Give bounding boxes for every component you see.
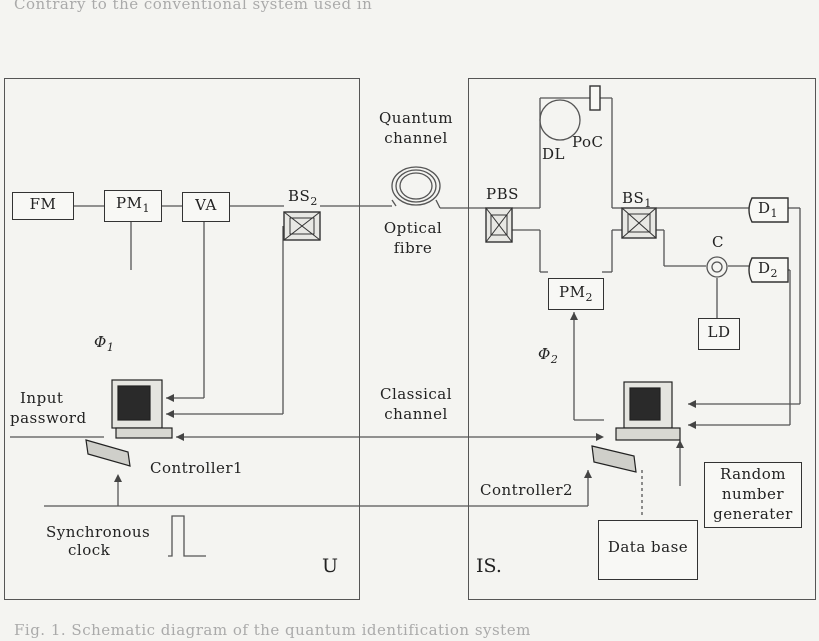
footer-text-fragment: Fig. 1. Schematic diagram of the quantum… [14,621,531,639]
input-password-label-2: password [10,409,87,427]
bs1-label: BS1 [622,189,652,210]
user-panel-label: U [322,555,339,577]
sync-clock-label-1: Synchronous [46,523,151,541]
optical-fibre-label-2: fibre [393,239,433,257]
va-box: VA [182,192,230,222]
is-panel-label: IS. [476,555,502,577]
quantum-channel-label-1: Quantum [379,109,453,127]
poc-label: PoC [572,133,604,151]
ld-label: LD [707,323,731,341]
sync-clock-label-2: clock [68,541,111,559]
d1-label: D1 [758,199,779,220]
pm1-label: PM1 [116,194,150,215]
controller2-label: Controller2 [480,481,574,499]
dl-label: DL [542,145,565,163]
input-password-label-1: Input [20,389,64,407]
optical-fibre-label-1: Optical [383,219,443,237]
rng-label-2: number [721,485,785,503]
d2-label: D2 [758,259,779,280]
phi2-label: Φ2 [538,345,559,366]
database-box: Data base [598,520,698,580]
classical-channel-label-1: Classical [379,385,453,403]
database-label: Data base [607,538,689,556]
pm2-label: PM2 [559,283,593,304]
phi1-label: Φ1 [94,333,115,354]
rng-label-1: Random [719,465,787,483]
user-panel [4,78,360,600]
fm-box: FM [12,192,74,220]
rng-label-3: generater [713,505,793,523]
quantum-channel-label-2: channel [384,129,448,147]
rng-box: Random number generater [704,462,802,528]
c-label: C [712,233,724,251]
pm2-box: PM2 [548,278,604,310]
header-text-fragment: Contrary to the conventional system used… [14,0,373,13]
bs2-label: BS2 [288,187,318,208]
controller1-label: Controller1 [150,459,244,477]
ld-box: LD [698,318,740,350]
fm-label: FM [29,195,57,213]
va-label: VA [195,196,217,214]
pbs-label: PBS [486,185,519,203]
classical-channel-label-2: channel [384,405,448,423]
is-panel [468,78,816,600]
pm1-box: PM1 [104,190,162,222]
